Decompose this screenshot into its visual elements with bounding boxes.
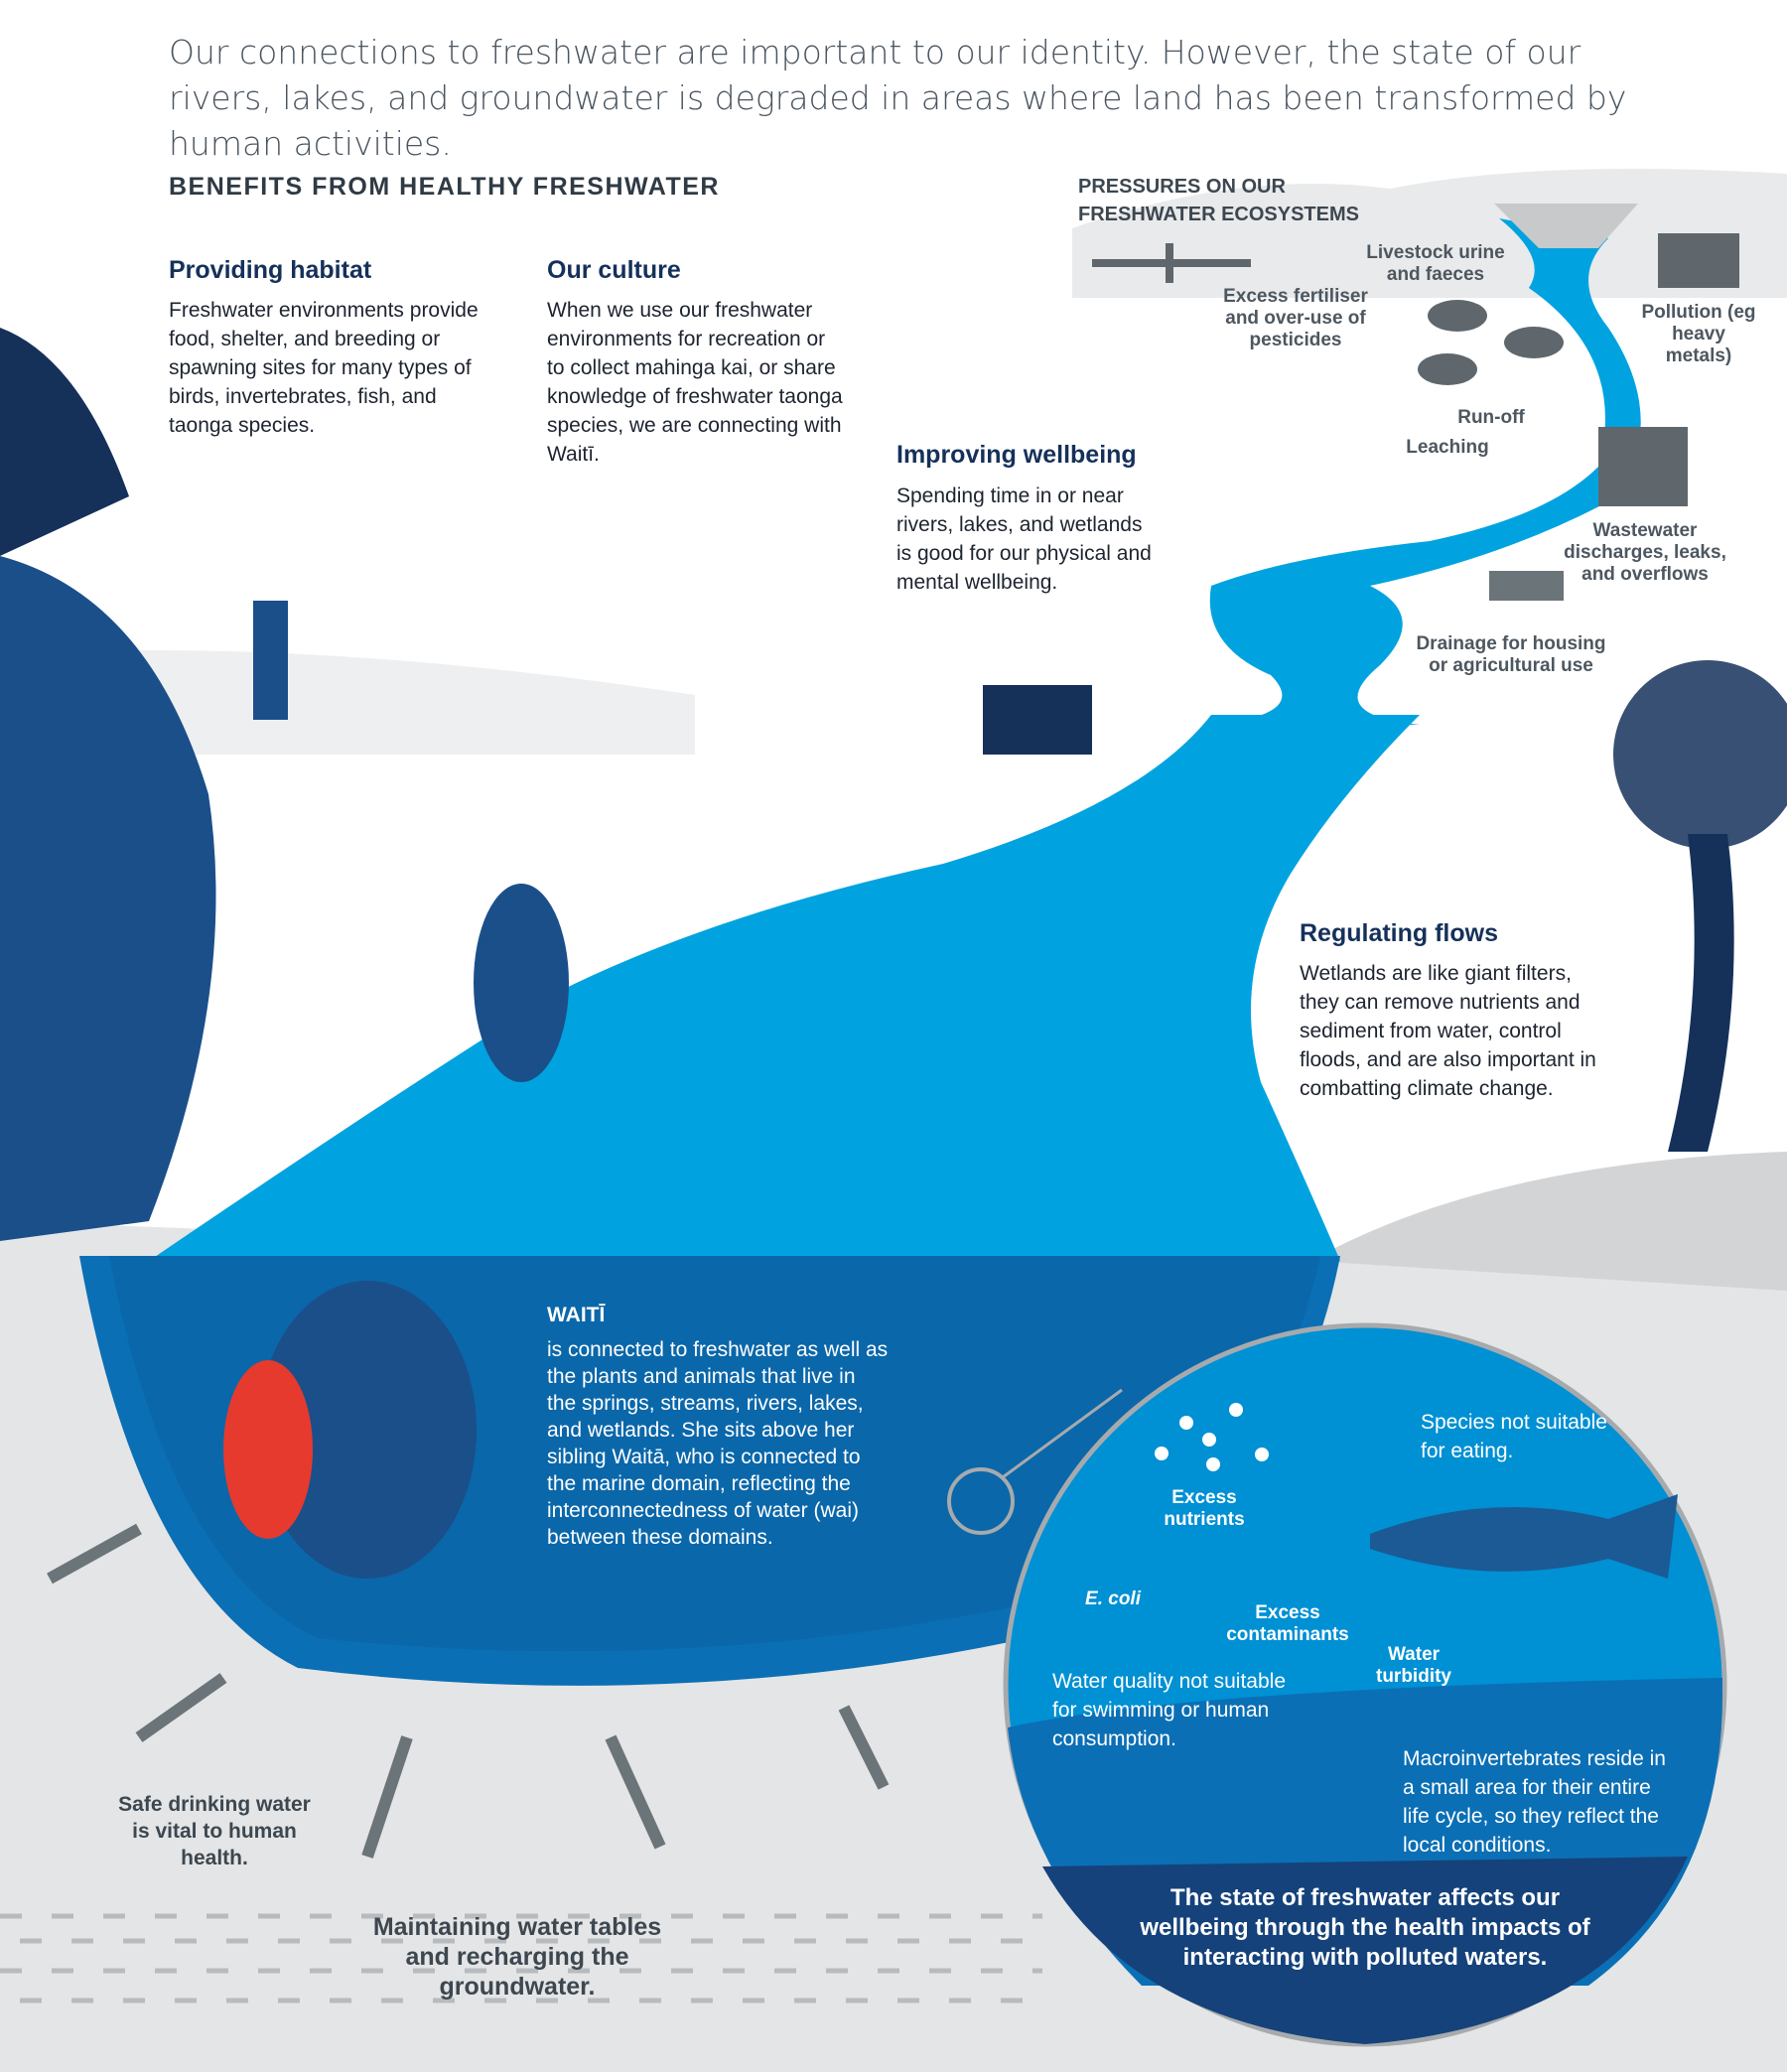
seepage-arrows bbox=[47, 1523, 890, 1859]
benefits-heading: BENEFITS FROM HEALTHY FRESHWATER bbox=[169, 173, 720, 201]
impact-ecoli: E. coli bbox=[1085, 1589, 1141, 1609]
red-fish bbox=[223, 1360, 313, 1539]
wellbeing-title: Improving wellbeing bbox=[896, 441, 1137, 469]
waiti-figure bbox=[258, 1281, 477, 1579]
reservoir-dam bbox=[1494, 204, 1638, 248]
flows-title: Regulating flows bbox=[1300, 919, 1498, 947]
ground-bank bbox=[1310, 1152, 1787, 1291]
groundwater-dashes bbox=[0, 1913, 1042, 2003]
label-livestock: Livestock urine and faeces bbox=[1366, 242, 1505, 285]
label-runoff: Run-off bbox=[1457, 407, 1525, 428]
impact-water-quality: Water quality not suitable for swimming … bbox=[1052, 1670, 1287, 1750]
drinking-water-label: Safe drinking water is vital to human he… bbox=[118, 1793, 311, 1869]
cabbage-tree bbox=[1668, 834, 1734, 1152]
impact-species: Species not suitable for eating. bbox=[1421, 1411, 1607, 1462]
label-fertiliser: Excess fertiliser and over-use of pestic… bbox=[1223, 286, 1368, 350]
groundwater-label: Maintaining water tables and recharging … bbox=[372, 1913, 662, 2001]
impact-macroinvertebrates: Macroinvertebrates reside in a small are… bbox=[1403, 1747, 1666, 1857]
foliage-left bbox=[0, 556, 216, 1241]
river-upper bbox=[1209, 218, 1641, 725]
cows bbox=[1418, 300, 1564, 385]
intro-text: Our connections to freshwater are import… bbox=[169, 33, 1627, 163]
impact-summary: The state of freshwater affects our well… bbox=[1140, 1884, 1590, 1971]
flows-body: Wetlands are like giant filters, they ca… bbox=[1300, 962, 1596, 1100]
habitat-body: Freshwater environments provide food, sh… bbox=[169, 299, 479, 437]
family-on-bench bbox=[983, 685, 1092, 755]
wellbeing-body: Spending time in or near rivers, lakes, … bbox=[896, 484, 1152, 594]
excavator bbox=[1489, 571, 1564, 601]
impact-turbidity: Water turbidity bbox=[1376, 1644, 1451, 1687]
nutrient-dots bbox=[1155, 1403, 1269, 1471]
culture-title: Our culture bbox=[547, 256, 681, 284]
river-lower bbox=[149, 715, 1420, 1261]
label-wastewater: Wastewater discharges, leaks, and overfl… bbox=[1564, 520, 1726, 585]
trout bbox=[1370, 1494, 1678, 1579]
waiti-body: is connected to freshwater as well as th… bbox=[547, 1338, 889, 1549]
factory bbox=[1658, 233, 1739, 288]
impact-nutrients: Excess nutrients bbox=[1164, 1487, 1245, 1530]
hikers bbox=[253, 601, 288, 720]
crop-duster-plane bbox=[1092, 243, 1251, 283]
pressures-heading: PRESSURES ON OUR FRESHWATER ECOSYSTEMS bbox=[1078, 176, 1359, 225]
label-leaching: Leaching bbox=[1406, 437, 1489, 458]
buildings bbox=[1598, 427, 1688, 506]
fisher bbox=[474, 884, 569, 1082]
label-pollution: Pollution (eg heavy metals) bbox=[1641, 302, 1756, 366]
habitat-title: Providing habitat bbox=[169, 256, 372, 284]
waiti-title: WAITĪ bbox=[547, 1304, 606, 1326]
impact-contaminants: Excess contaminants bbox=[1226, 1602, 1349, 1645]
label-drainage: Drainage for housing or agricultural use bbox=[1416, 633, 1606, 676]
magnifier-focus bbox=[947, 1467, 1015, 1535]
culture-body: When we use our freshwater environments … bbox=[547, 299, 843, 466]
